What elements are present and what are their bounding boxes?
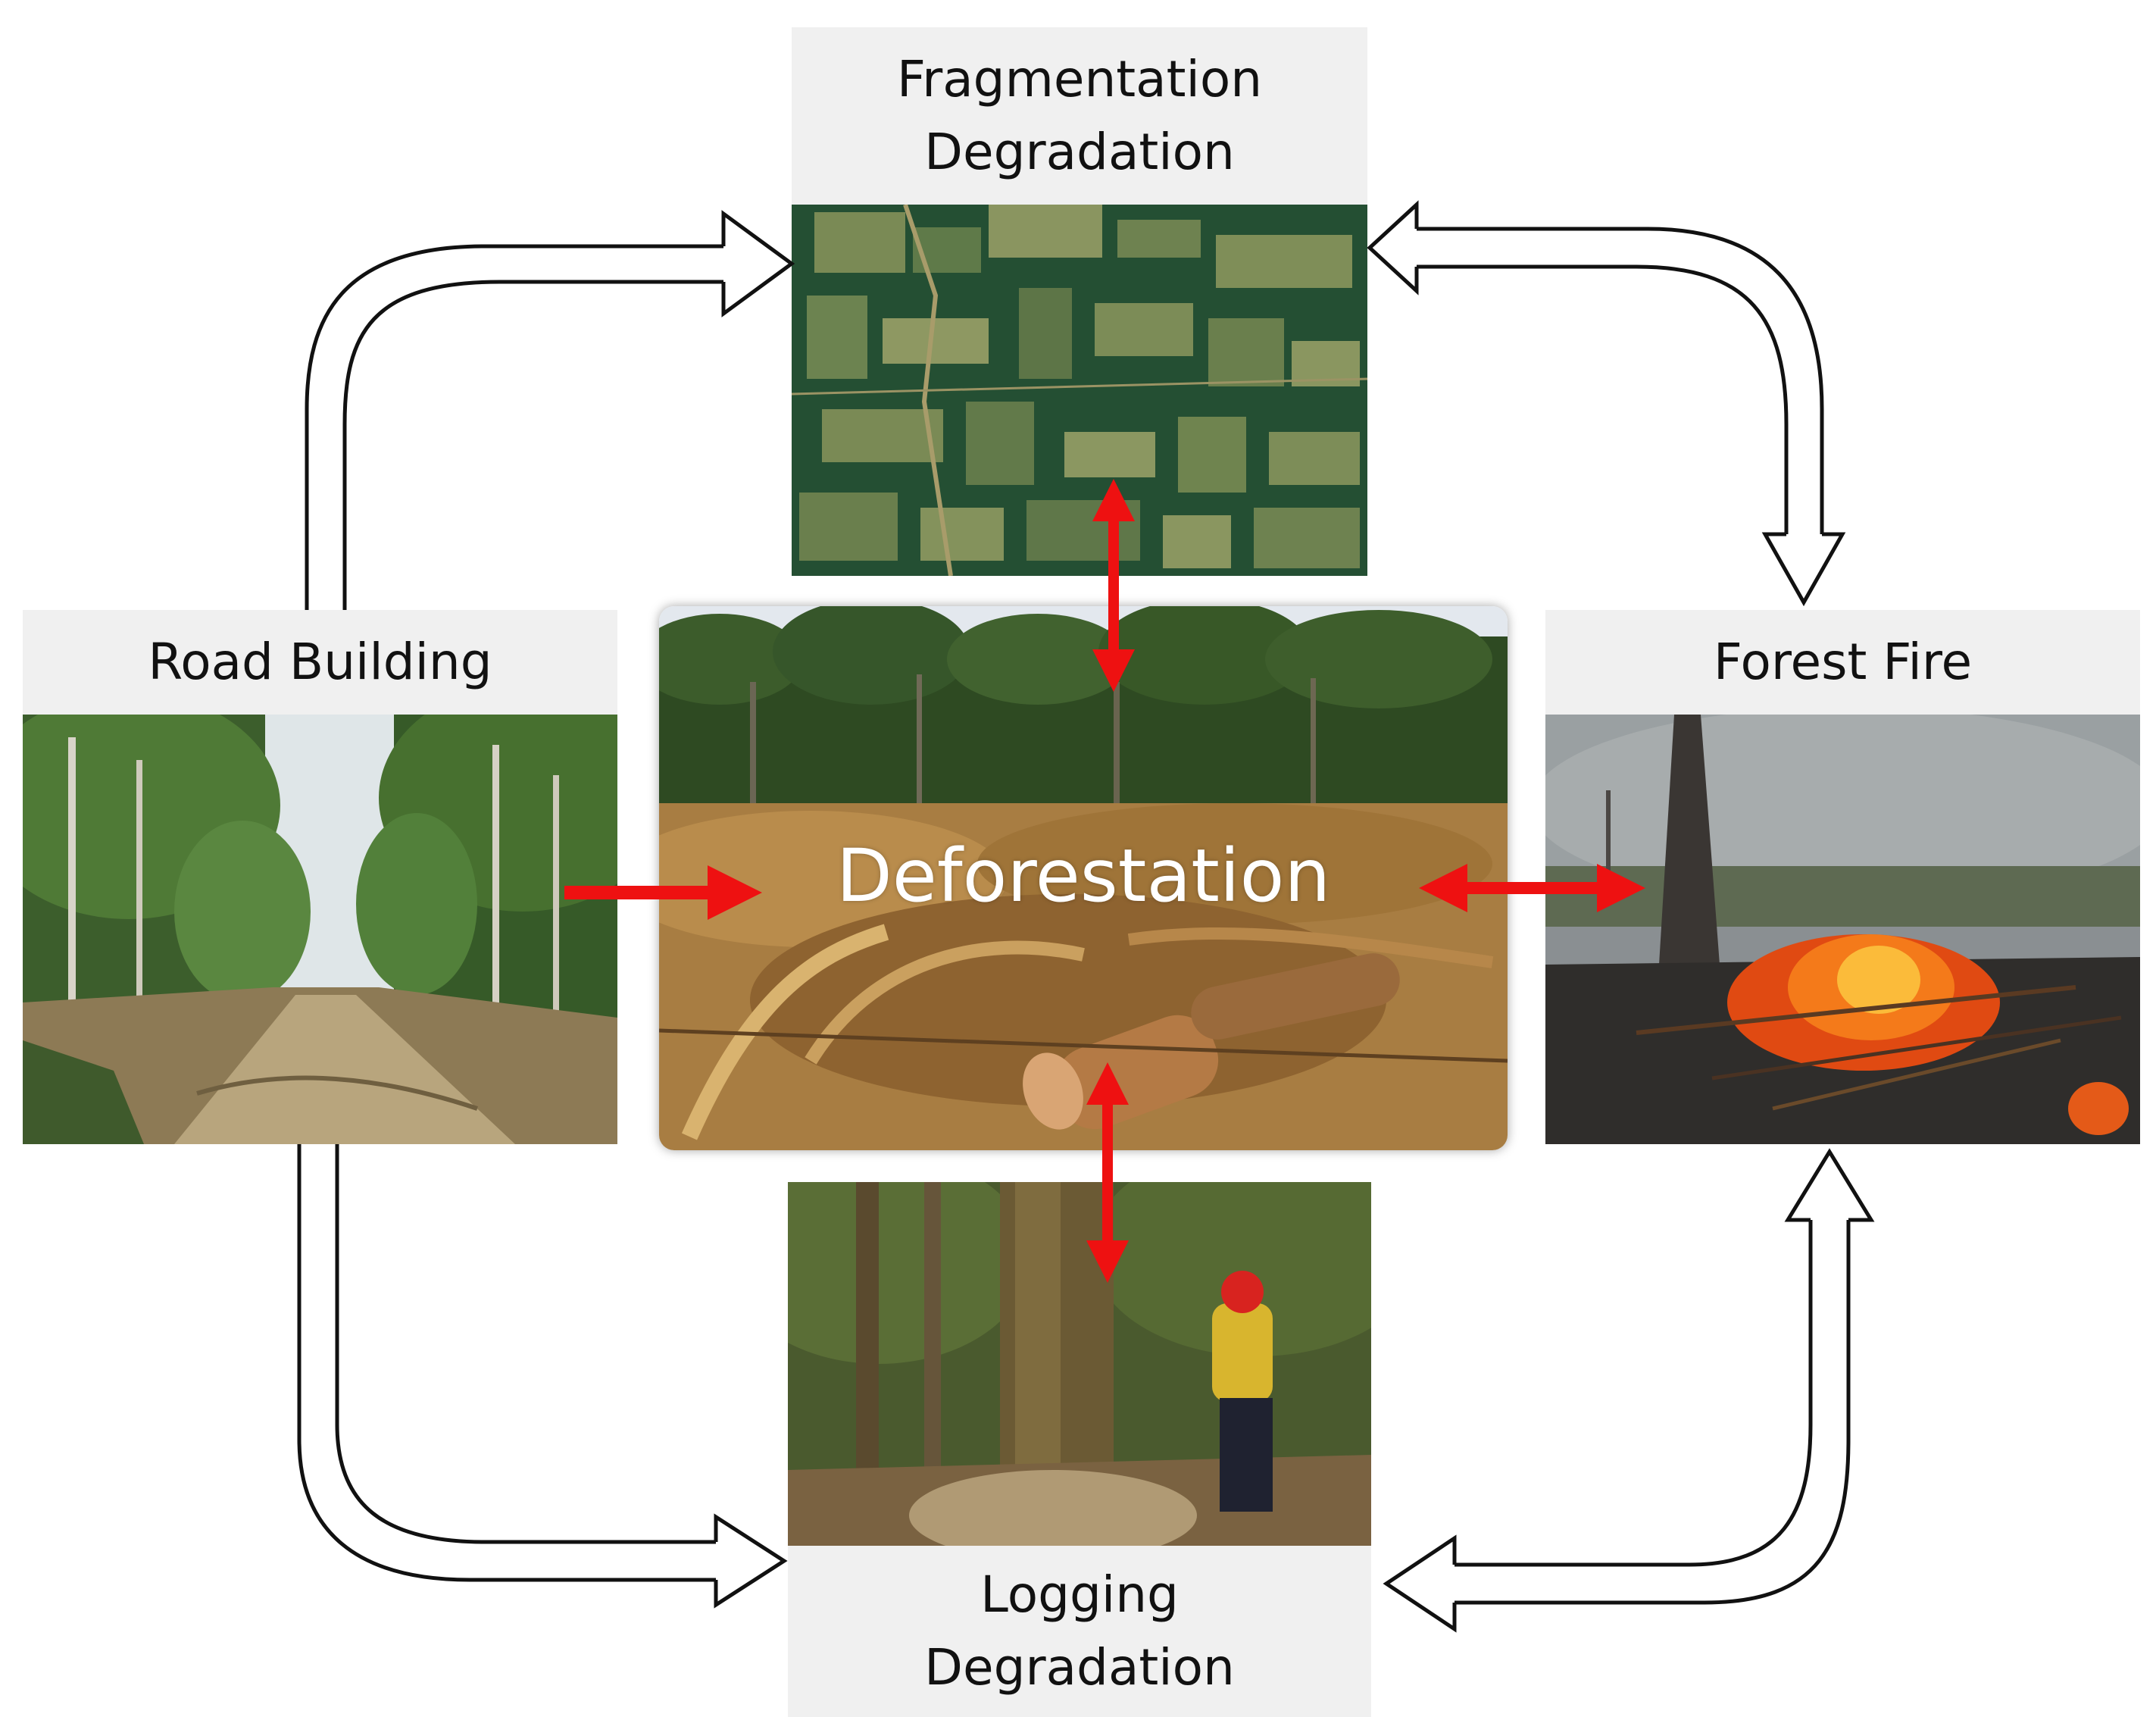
outline-arrow-fragmentation-fire	[1367, 200, 1846, 607]
satellite-fragmentation-image	[792, 205, 1367, 576]
deforestation-image: Deforestation	[659, 606, 1508, 1150]
fragmentation-label-line1: Fragmentation	[896, 50, 1263, 109]
road-building-label-text: Road Building	[148, 633, 492, 692]
outline-arrow-road-to-logging	[297, 1144, 788, 1609]
forest-fire-label-text: Forest Fire	[1713, 633, 1973, 692]
road-building-image	[23, 715, 617, 1144]
outline-arrow-road-to-fragmentation	[305, 210, 795, 610]
outline-arrow-logging-fire	[1383, 1148, 1875, 1633]
forest-fire-image	[1545, 715, 2140, 1144]
deforestation-title: Deforestation	[836, 833, 1331, 918]
logging-degradation-label: Logging Degradation	[788, 1546, 1371, 1717]
fragmentation-label-line2: Degradation	[924, 123, 1235, 181]
logging-label-line2: Degradation	[924, 1638, 1235, 1697]
fragmentation-degradation-label: Fragmentation Degradation	[792, 27, 1367, 205]
logging-image	[788, 1182, 1371, 1546]
forest-fire-label: Forest Fire	[1545, 610, 2140, 715]
logging-label-line1: Logging	[980, 1565, 1179, 1625]
road-building-label: Road Building	[23, 610, 617, 715]
